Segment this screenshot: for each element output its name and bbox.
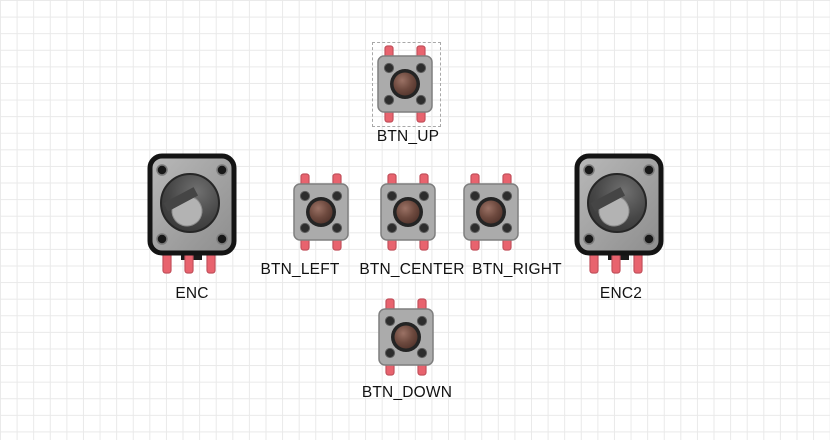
part-btn-down[interactable] <box>378 298 434 376</box>
part-label: BTN_UP <box>376 128 440 145</box>
selection-outline <box>372 42 441 127</box>
part-btn-center[interactable] <box>380 173 436 251</box>
part-label: ENC <box>175 285 209 302</box>
pushbutton-icon <box>293 173 349 251</box>
rotary-encoder-icon <box>147 153 237 274</box>
part-btn-right[interactable] <box>463 173 519 251</box>
part-btn-up[interactable] <box>377 45 433 123</box>
pushbutton-icon <box>463 173 519 251</box>
part-label: BTN_LEFT <box>260 261 340 278</box>
part-enc2[interactable] <box>574 153 664 275</box>
rotary-encoder-icon <box>574 153 664 274</box>
part-label: BTN_DOWN <box>361 384 453 401</box>
pushbutton-icon <box>377 45 433 123</box>
pushbutton-icon <box>380 173 436 251</box>
part-label: BTN_RIGHT <box>472 261 562 278</box>
part-btn-left[interactable] <box>293 173 349 251</box>
pushbutton-icon <box>378 298 434 376</box>
part-enc[interactable] <box>147 153 237 275</box>
part-label: ENC2 <box>599 285 643 302</box>
part-label: BTN_CENTER <box>359 261 465 278</box>
